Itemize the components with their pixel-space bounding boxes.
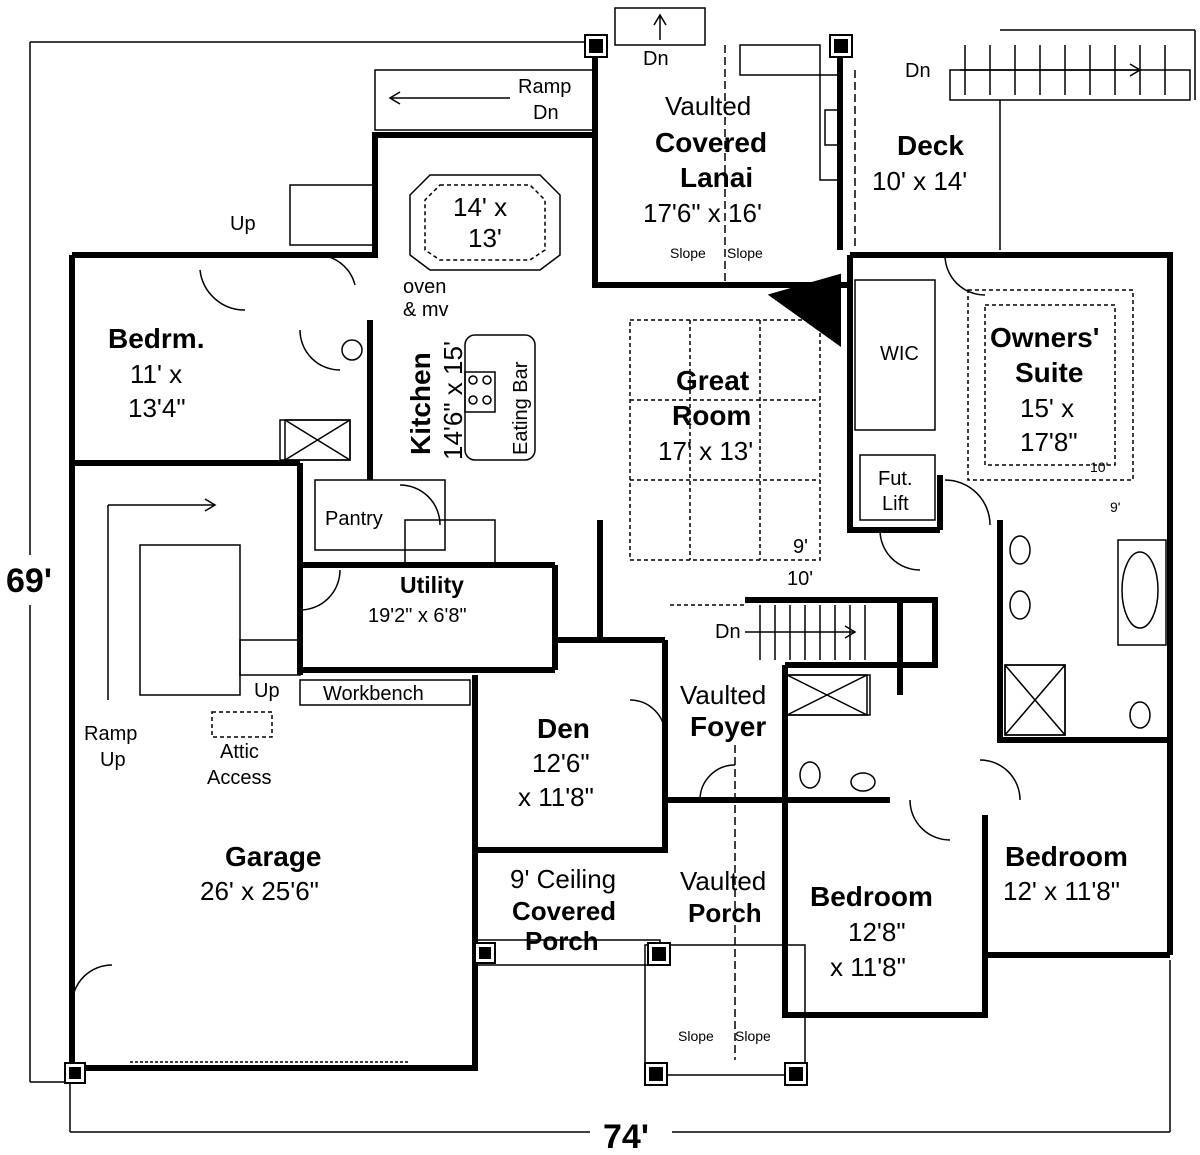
kitchen-name: Kitchen <box>405 352 436 455</box>
lanai-dn-label: Dn <box>643 48 669 70</box>
garage-name: Garage <box>225 841 322 872</box>
owners-suite-line1: Owners' <box>990 322 1099 353</box>
den-name: Den <box>537 713 590 744</box>
bedroom-c-size: 12' x 11'8" <box>1003 876 1120 906</box>
porch-slope-right: Slope <box>735 1028 771 1044</box>
vaulted-porch-line2: Porch <box>688 898 762 928</box>
tray-size-2: 13' <box>468 223 502 253</box>
utility-name: Utility <box>400 572 464 598</box>
detail-lines <box>71 7 1191 1076</box>
up-label-top: Up <box>230 213 256 235</box>
front-porch-name: Porch <box>525 926 599 956</box>
owners-suite-line2: Suite <box>1015 357 1083 388</box>
bedroom-b-name: Bedroom <box>810 881 933 912</box>
kitchen-size: 14'6" x 15' <box>438 341 468 460</box>
front-porch-covered: Covered <box>512 896 616 926</box>
utility-size: 19'2" x 6'8" <box>368 605 467 627</box>
bedroom-b-size-1: 12'8" <box>848 917 906 947</box>
bedroom-b-size-2: x 11'8" <box>830 952 906 982</box>
lift-label-1: Fut. <box>878 468 912 490</box>
walls <box>69 45 1173 1071</box>
overall-depth-label: 69' <box>6 562 52 600</box>
owners-ceiling-2: 9' <box>1110 499 1120 515</box>
ramp-dn-label-1: Ramp <box>518 76 571 98</box>
ramp-dn-label-2: Dn <box>533 102 559 124</box>
great-room-line1: Great <box>676 365 749 396</box>
overall-width-label: 74' <box>603 1118 649 1155</box>
labels: 69' 74' Dn Ramp Dn Vaulted Covered Lanai… <box>6 48 1128 1155</box>
great-room-ceiling-1: 9' <box>793 536 808 558</box>
porch-slope-left: Slope <box>678 1028 714 1044</box>
garage-ramp-1: Ramp <box>84 723 137 745</box>
wic-label: WIC <box>880 343 919 365</box>
owners-suite-size-1: 15' x <box>1020 393 1074 423</box>
deck-size: 10' x 14' <box>872 166 967 196</box>
tray-size-1: 14' x <box>453 192 507 222</box>
lanai-name: Lanai <box>680 162 753 193</box>
eating-bar-label: Eating Bar <box>510 361 532 455</box>
owners-suite-size-2: 17'8" <box>1020 427 1078 457</box>
lift-label-2: Lift <box>882 493 909 515</box>
columns <box>64 34 853 1086</box>
great-room-size: 17' x 13' <box>658 436 753 466</box>
lanai-covered: Covered <box>655 127 767 158</box>
deck-name: Deck <box>897 130 964 161</box>
great-room-line2: Room <box>672 400 751 431</box>
lanai-size: 17'6" x 16' <box>643 198 762 228</box>
garage-ramp-2: Up <box>100 749 126 771</box>
foyer-name: Foyer <box>690 711 766 742</box>
attic-label-2: Access <box>207 767 271 789</box>
oven-label-1: oven <box>403 276 446 298</box>
den-size-2: x 11'8" <box>518 782 594 812</box>
front-porch-ceiling: 9' Ceiling <box>510 864 616 894</box>
workbench-label: Workbench <box>323 683 424 705</box>
attic-label-1: Attic <box>220 741 259 763</box>
bedroom-c-name: Bedroom <box>1005 841 1128 872</box>
oven-label-2: & mv <box>403 299 449 321</box>
den-size-1: 12'6" <box>532 748 590 778</box>
great-room-ceiling-2: 10' <box>787 568 813 590</box>
pantry-label: Pantry <box>325 508 383 530</box>
foyer-dn-label: Dn <box>715 621 741 643</box>
up-label-garage: Up <box>254 680 280 702</box>
lanai-vaulted: Vaulted <box>665 91 751 121</box>
foyer-vaulted: Vaulted <box>680 680 766 710</box>
owners-ceiling-1: 10' <box>1090 459 1108 475</box>
garage-size: 26' x 25'6" <box>200 876 319 906</box>
lanai-slope-right: Slope <box>727 245 763 261</box>
bedroom-a-size-1: 11' x <box>130 359 182 389</box>
lanai-slope-left: Slope <box>670 245 706 261</box>
vaulted-porch-line1: Vaulted <box>680 866 766 896</box>
dimension-lines <box>29 29 1196 1133</box>
bedroom-a-name: Bedrm. <box>108 323 204 354</box>
deck-dn-label: Dn <box>905 60 931 82</box>
bedroom-a-size-2: 13'4" <box>128 393 186 423</box>
